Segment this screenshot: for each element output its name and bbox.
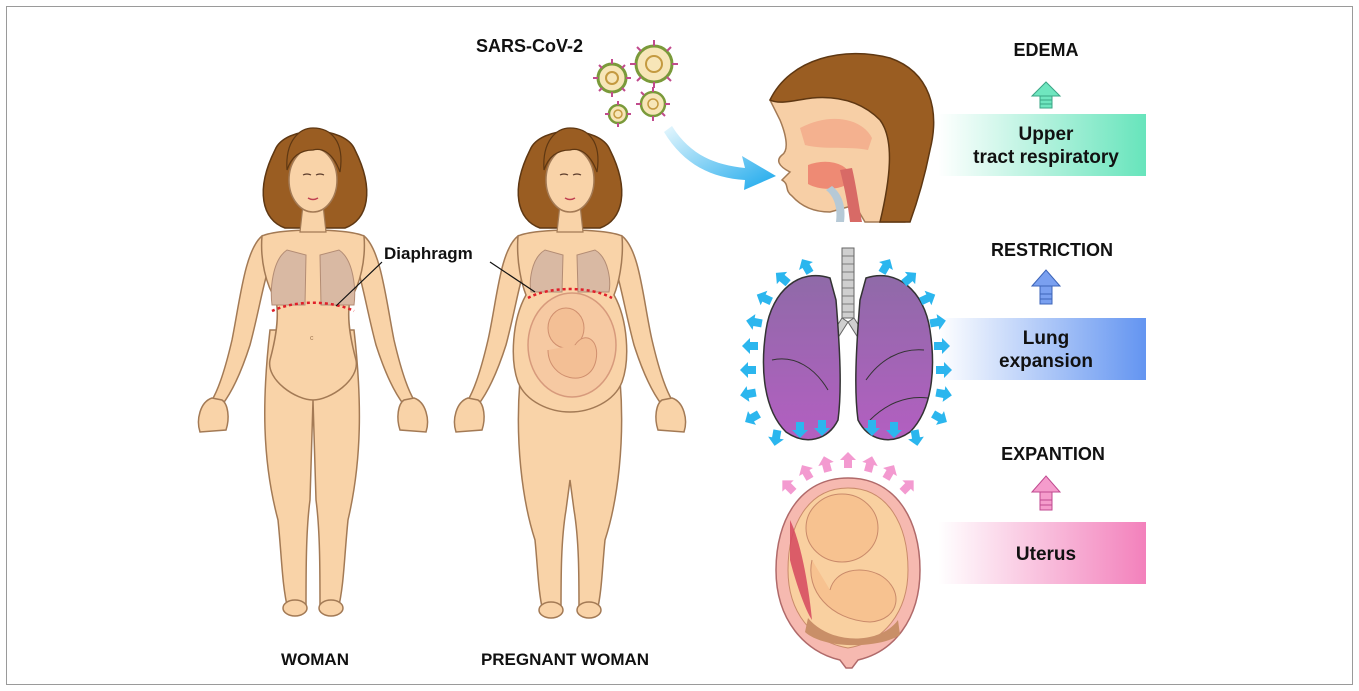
woman-caption: WOMAN (281, 650, 349, 669)
infection-arrow (664, 126, 776, 190)
virus-particles (593, 40, 678, 127)
lung-expansion-line1: Lung (1023, 328, 1069, 349)
upper-tract-line2: tract respiratory (973, 147, 1119, 168)
effect-expantion (938, 476, 1146, 584)
pregnant-woman-figure (455, 128, 686, 618)
upper-tract-line1: Upper (1019, 124, 1075, 145)
uterus-illustration (776, 478, 920, 668)
restriction-heading: RESTRICTION (991, 240, 1113, 260)
woman-figure: c (199, 128, 428, 616)
lung-expansion-line2: expansion (999, 351, 1093, 372)
virus-label: SARS-CoV-2 (476, 36, 583, 56)
expantion-heading: EXPANTION (1001, 444, 1105, 464)
svg-text:c: c (310, 335, 314, 342)
diaphragm-label: Diaphragm (384, 244, 473, 263)
edema-heading: EDEMA (1013, 40, 1078, 60)
uterus-label: Uterus (1016, 544, 1076, 565)
head-profile (770, 54, 934, 222)
pregnant-woman-caption: PREGNANT WOMAN (481, 650, 649, 669)
